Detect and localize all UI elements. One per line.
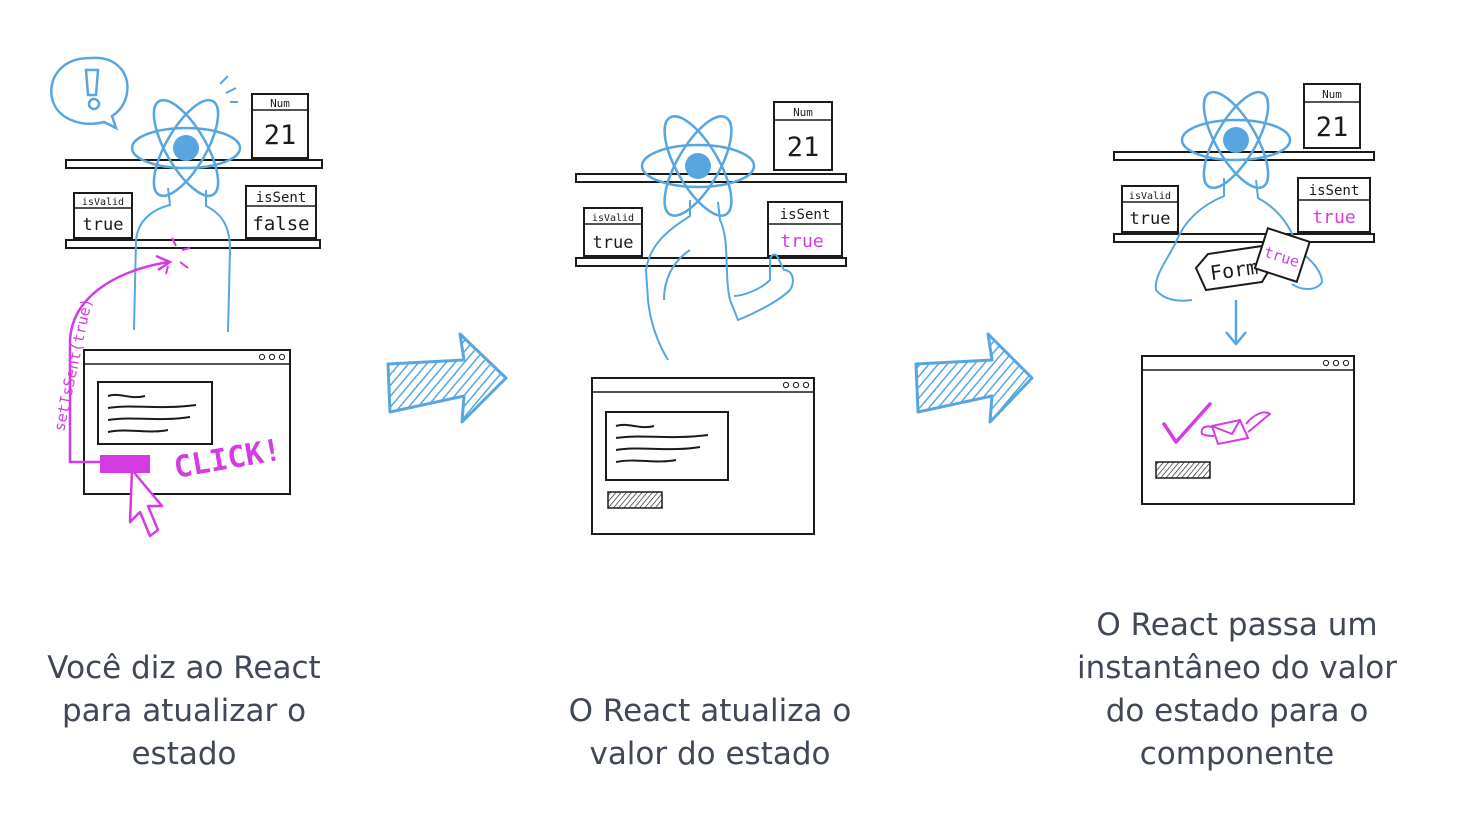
num-label: Num — [793, 106, 813, 119]
submit-button-disabled — [607, 491, 663, 509]
mouse-cursor-icon — [128, 468, 164, 538]
winged-envelope-icon — [1200, 411, 1272, 446]
react-atom-icon — [130, 98, 242, 198]
browser-window — [591, 377, 815, 535]
caption-3-line-4: componente — [1140, 736, 1334, 772]
state-shelves — [575, 173, 847, 267]
issent-value: true — [780, 231, 823, 252]
setter-call-arrow — [68, 260, 169, 464]
exclamation-speech-bubble-icon — [50, 56, 129, 131]
state-box-num: Num 21 — [773, 101, 833, 171]
isvalid-label: isValid — [1129, 191, 1171, 202]
state-box-issent: isSent true — [767, 201, 843, 257]
impact-sparkle — [165, 237, 191, 275]
browser-window — [83, 349, 291, 495]
num-label: Num — [1322, 88, 1342, 101]
issent-value: true — [1312, 207, 1355, 228]
caption-2-line-1: O React atualiza o — [569, 693, 852, 729]
panel-3-illustration: Num 21 isValid true isSent true Form — [1113, 83, 1375, 505]
react-person-body — [133, 187, 232, 333]
state-snapshot-card: true — [1253, 227, 1311, 284]
react-person-body — [644, 200, 794, 361]
react-atom-icon — [1180, 90, 1292, 190]
caption-1-line-1: Você diz ao React — [47, 650, 320, 686]
state-box-isvalid: isValid true — [583, 207, 643, 257]
caption-2: O React atualiza o valor do estado — [569, 693, 852, 772]
caption-3-line-3: do estado para o — [1106, 693, 1369, 729]
caption-2-line-2: valor do estado — [589, 736, 830, 772]
state-box-issent: isSent false — [245, 185, 317, 239]
isvalid-value: true — [593, 233, 634, 253]
issent-label: isSent — [256, 190, 307, 206]
caption-1-line-3: estado — [131, 736, 236, 772]
caption-3-line-1: O React passa um — [1096, 607, 1377, 643]
step-arrow-1 — [386, 332, 508, 424]
isvalid-value: true — [83, 215, 124, 235]
react-person-body — [1154, 178, 1324, 302]
state-box-isvalid: isValid true — [73, 192, 133, 239]
isvalid-label: isValid — [82, 197, 124, 208]
state-box-num: Num 21 — [251, 93, 309, 159]
num-value: 21 — [1316, 112, 1349, 143]
checkmark-icon — [1162, 402, 1212, 444]
caption-1: Você diz ao React para atualizar o estad… — [47, 650, 320, 772]
state-box-isvalid: isValid true — [1121, 185, 1179, 233]
browser-window — [1141, 355, 1355, 505]
caption-3: O React passa um instantâneo do valor do… — [1077, 607, 1397, 772]
panel-1-illustration: Num 21 isValid true isSent false — [50, 56, 323, 538]
down-arrow — [1225, 300, 1247, 346]
isvalid-value: true — [1130, 209, 1171, 229]
num-value: 21 — [264, 120, 297, 151]
caption-3-line-2: instantâneo do valor — [1077, 650, 1397, 686]
submit-button-disabled — [1155, 461, 1211, 479]
alert-lines — [219, 75, 238, 103]
issent-label: isSent — [1309, 183, 1360, 199]
issent-label: isSent — [780, 207, 831, 223]
panel-2-illustration: Num 21 isValid true isSent true — [575, 101, 847, 535]
num-value: 21 — [787, 132, 820, 163]
step-arrow-2 — [914, 332, 1034, 424]
isvalid-label: isValid — [592, 213, 634, 224]
state-box-num: Num 21 — [1303, 83, 1361, 149]
num-label: Num — [270, 97, 290, 110]
issent-value: false — [252, 213, 309, 235]
react-atom-icon — [640, 115, 756, 217]
submit-button-pressed — [100, 455, 150, 473]
caption-1-line-2: para atualizar o — [62, 693, 306, 729]
state-box-issent: isSent true — [1297, 177, 1371, 233]
